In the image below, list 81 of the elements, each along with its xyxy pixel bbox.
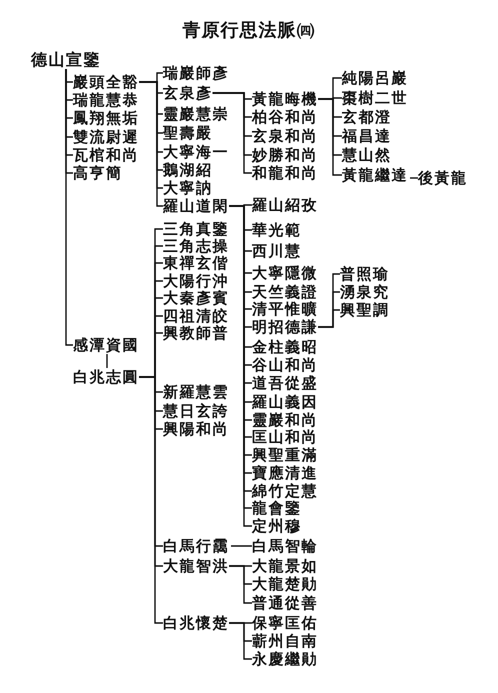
lineage-name: 柏谷和尚 [252, 108, 318, 126]
lineage-name: 綿竹定慧 [252, 482, 318, 500]
lineage-name: 興聖調 [340, 301, 390, 319]
lineage-name: 白馬行靄 [163, 537, 229, 555]
lineage-name: 黃龍繼達 [342, 166, 408, 184]
lineage-name: 慧山然 [342, 146, 392, 164]
lineage-name: 白兆懷楚 [163, 614, 229, 632]
connector-line [231, 545, 252, 547]
lineage-name: 保寧匡佑 [252, 614, 318, 632]
lineage-name: 巖頭全豁 [73, 73, 139, 91]
lineage-name: 玄泉和尚 [252, 127, 318, 145]
lineage-name: 清平惟曠 [252, 300, 318, 318]
lineage-name: 興教師普 [163, 324, 229, 342]
lineage-name: 瑞巖師彥 [163, 64, 229, 82]
connector-line [229, 622, 252, 660]
lineage-name: 後黃龍 [418, 169, 468, 187]
lineage-name: 大龍景如 [252, 557, 318, 575]
lineage-name: 大陽行沖 [163, 272, 229, 290]
lineage-name: 鵝湖紹 [163, 161, 212, 179]
lineage-name: 鳳翔無垢 [73, 109, 139, 127]
lineage-name: 德山宣鑒 [31, 51, 101, 69]
lineage-name: 棗樹二世 [342, 89, 408, 107]
lineage-name: 感潭資國 [73, 336, 139, 354]
lineage-name: 四祖清皎 [163, 307, 229, 325]
lineage-name: 瑞龍慧恭 [73, 91, 139, 109]
lineage-name: 大寧隱微 [252, 264, 318, 282]
lineage-name: 興陽和尚 [163, 420, 229, 438]
lineage-name: 靈巖和尚 [252, 411, 318, 429]
connector-line [318, 309, 340, 328]
lineage-name: 玄泉彥 [163, 84, 212, 102]
lineage-name: 慧日玄誇 [163, 402, 229, 420]
lineage-name: 永慶繼勛 [252, 650, 318, 668]
lineage-name: 龍會鑒 [252, 499, 302, 517]
lineage-name: 白馬智輪 [252, 537, 318, 555]
connector-line [212, 92, 252, 174]
connector-line [106, 354, 108, 368]
lineage-name: 高亨簡 [73, 164, 122, 182]
connector-line [410, 177, 418, 179]
lineage-name: 羅山道閑 [163, 197, 229, 215]
lineage-name: 興聖重滿 [252, 446, 318, 464]
lineage-name: 妙勝和尚 [252, 146, 318, 164]
lineage-name: 靈巖慧崇 [163, 105, 229, 123]
lineage-name: 白兆志圓 [73, 368, 139, 386]
lineage-name: 雙流尉遲 [73, 128, 139, 146]
lineage-name: 三角志操 [163, 237, 229, 255]
lineage-name: 大秦彥賓 [163, 289, 229, 307]
title: 青原行思法脈㈣ [182, 19, 316, 42]
lineage-name: 瓦棺和尚 [73, 146, 139, 164]
lineage-name: 明招德謙 [252, 318, 318, 336]
connector-line [139, 376, 163, 624]
lineage-name: 羅山紹孜 [252, 196, 318, 214]
lineage-name: 金柱義昭 [252, 338, 318, 356]
lineage-name: 谷山和尚 [252, 356, 318, 374]
lineage-name: 大寧海一 [163, 143, 229, 161]
lineage-name: 福昌達 [342, 127, 392, 145]
lineage-name: 黃龍晦機 [252, 90, 318, 108]
lineage-name: 天竺義證 [252, 283, 318, 301]
lineage-name: 西川慧 [252, 242, 302, 260]
lineage-name: 普照瑜 [340, 265, 390, 283]
lineage-name: 普通從善 [252, 594, 318, 612]
lineage-name: 和龍和尚 [252, 164, 318, 182]
lineage-name: 匡山和尚 [252, 428, 318, 446]
lineage-name: 三角真鑒 [163, 220, 229, 238]
lineage-name: 純陽呂巖 [342, 69, 408, 87]
lineage-name: 湧泉究 [340, 283, 390, 301]
lineage-name: 道吾從盛 [252, 374, 318, 392]
lineage-name: 大龍楚勛 [252, 575, 318, 593]
lineage-name: 東禪玄偕 [163, 254, 229, 272]
lineage-name: 華光範 [252, 221, 302, 239]
connector-line [318, 98, 342, 176]
connector-line [65, 69, 73, 346]
lineage-name: 大龍智洪 [163, 557, 229, 575]
lineage-name: 蘄州自南 [252, 632, 318, 650]
lineage-name: 新羅慧雲 [163, 383, 229, 401]
lineage-name: 玄都澄 [342, 108, 392, 126]
connector-line [229, 565, 252, 604]
lineage-name: 定州穆 [252, 517, 302, 535]
lineage-name: 羅山義因 [252, 393, 318, 411]
lineage-name: 大寧訥 [163, 179, 212, 197]
lineage-name: 聖壽嚴 [163, 124, 212, 142]
lineage-name: 寶應清進 [252, 464, 318, 482]
